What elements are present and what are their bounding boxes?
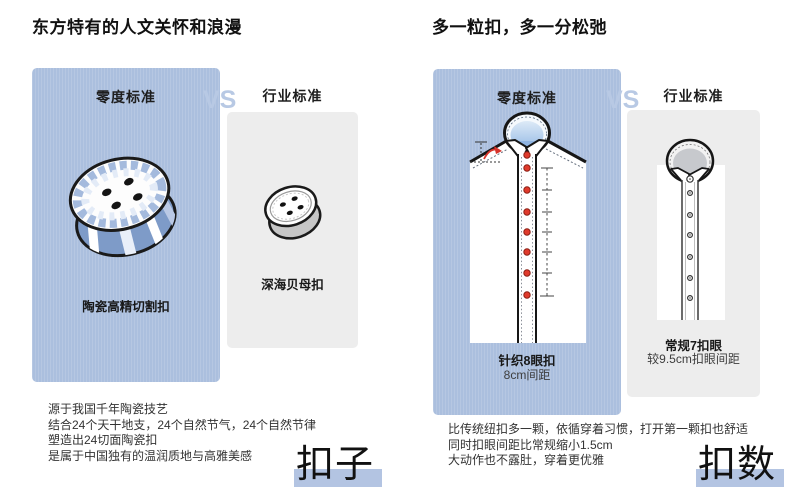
vs-text: VS: [203, 86, 237, 114]
right-keyword: 扣数: [696, 446, 785, 487]
right-panel-title: 多一粒扣，多一分松弛: [432, 18, 607, 37]
right-industry-standard-card: 常规7扣眼 较9.5cm扣眼间距: [627, 110, 760, 397]
description-line: 同时扣眼间距比常规缩小1.5cm: [448, 437, 613, 452]
right-zero-standard-card: 零度标准: [433, 69, 621, 415]
right-zero-card-sublabel: 8cm间距: [503, 368, 551, 382]
right-description: 比传统纽扣多一颗，依循穿着习惯，打开第一颗扣也舒适 同时扣眼间距比常规缩小1.5…: [448, 422, 748, 469]
right-zero-card-label: 针织8眼扣: [498, 354, 556, 368]
left-zero-card-label: 陶瓷高精切割扣: [82, 300, 170, 314]
right-industry-heading: 行业标准: [663, 88, 724, 104]
shell-button-icon: [264, 185, 322, 240]
left-description: 源于我国千年陶瓷技艺 结合24个天干地支，24个自然节气，24个自然节律 塑造出…: [48, 402, 316, 465]
description-line: 比传统纽扣多一颗，依循穿着习惯，打开第一颗扣也舒适: [448, 422, 749, 436]
left-industry-heading: 行业标准: [262, 88, 323, 104]
right-industry-card-label: 常规7扣眼: [665, 339, 722, 353]
right-industry-card-sublabel: 较9.5cm扣眼间距: [647, 352, 740, 366]
left-industry-standard-card: 深海贝母扣: [227, 112, 358, 348]
description-line: 源于我国千年陶瓷技艺: [48, 402, 169, 416]
left-zero-standard-card: 零度标准: [32, 68, 220, 382]
shirt-7-hole-icon: [657, 138, 725, 320]
description-line: 大动作也不露肚，穿着更优雅: [448, 453, 605, 468]
left-vs-label: VS: [203, 88, 236, 113]
left-zero-card-heading: 零度标准: [96, 89, 156, 105]
shirt-8-button-icon: [469, 111, 587, 343]
ceramic-button-icon: [68, 156, 183, 265]
description-line: 结合24个天干地支，24个自然节气，24个自然节律: [48, 417, 317, 432]
right-zero-card-heading: 零度标准: [497, 90, 557, 106]
vs-text: VS: [606, 86, 640, 114]
description-line: 塑造出24切面陶瓷扣: [48, 433, 158, 448]
left-industry-card-label: 深海贝母扣: [261, 278, 324, 292]
left-panel-title: 东方特有的人文关怀和浪漫: [32, 18, 242, 37]
description-line: 是属于中国独有的温润质地与高雅美感: [48, 449, 253, 464]
right-panel: 多一粒扣，多一分松弛 零度标准: [400, 0, 800, 500]
right-vs-label: VS: [606, 88, 639, 113]
left-panel: 东方特有的人文关怀和浪漫 零度标准: [32, 18, 383, 487]
left-keyword: 扣子: [294, 446, 383, 487]
